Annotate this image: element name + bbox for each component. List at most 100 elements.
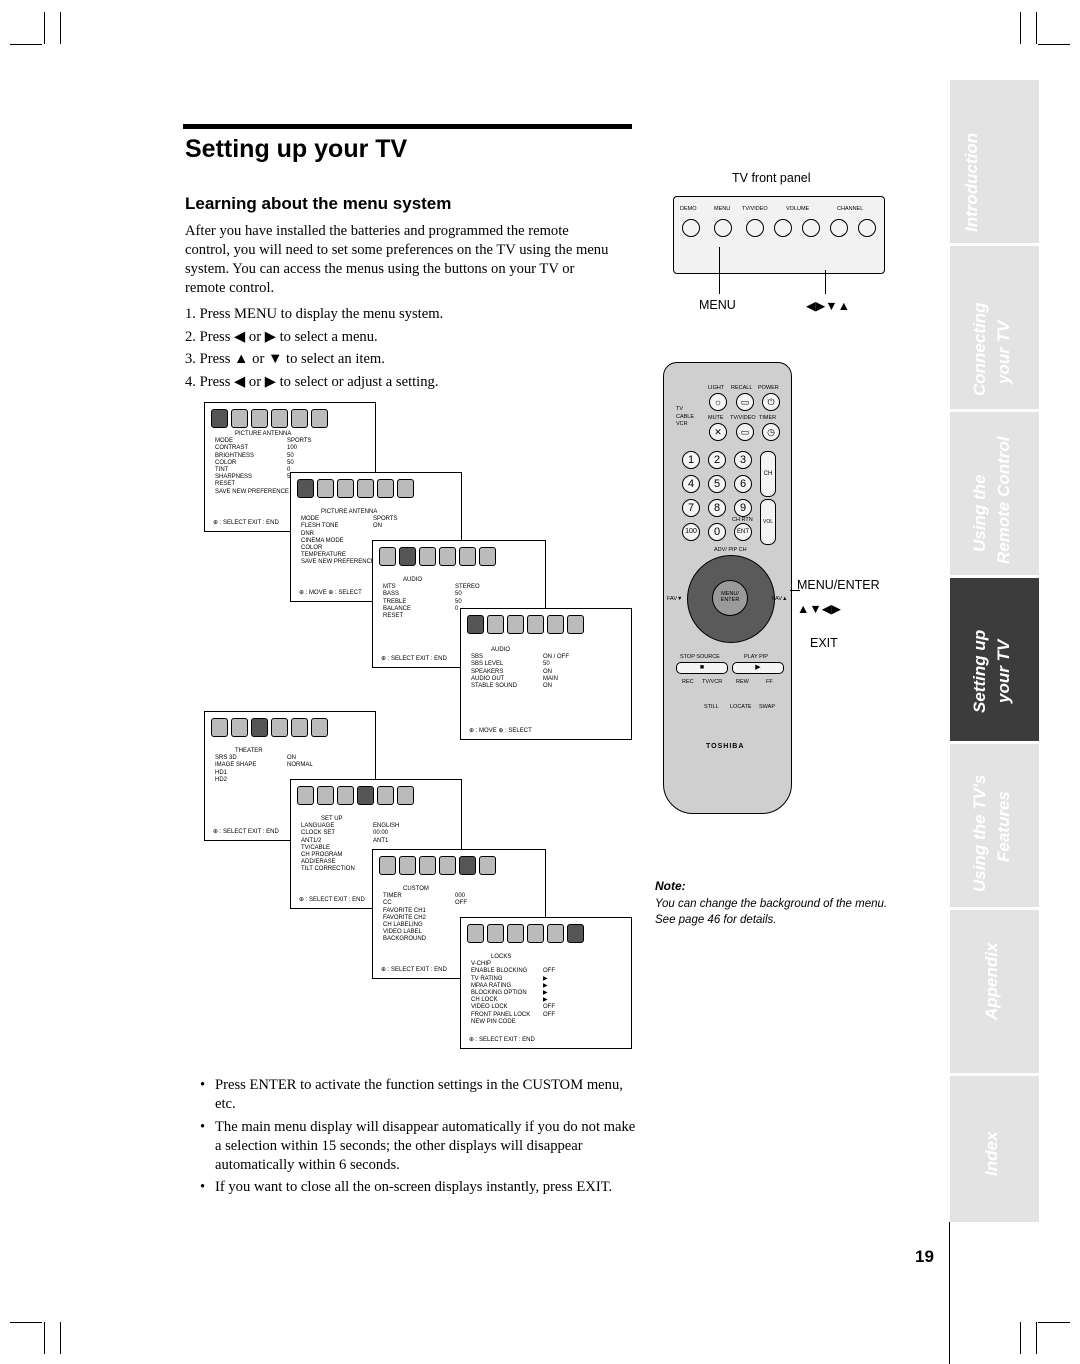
osd-menu-row[interactable]: FAVORITE CH2 <box>383 915 467 922</box>
osd-item-label: VIDEO LABEL <box>383 929 423 936</box>
osd-menu-row[interactable]: MPAA RATING▶ <box>471 983 555 990</box>
tab-index[interactable]: Index <box>950 1076 1039 1222</box>
volume-down-button[interactable] <box>774 219 792 237</box>
digit-button[interactable]: 4 <box>682 475 700 493</box>
osd-menu-row[interactable]: CH PROGRAM <box>301 852 399 859</box>
cable-switch-label: CABLE <box>676 414 695 420</box>
digit-button[interactable]: 3 <box>734 451 752 469</box>
power-button[interactable]: ⏻ <box>762 393 780 411</box>
osd-menu-row[interactable]: ADD/ERASE <box>301 859 399 866</box>
osd-item-label: CINEMA MODE <box>301 537 344 544</box>
osd-menu-row[interactable]: SAVE NEW PREFERENCE <box>301 559 398 566</box>
osd-menu-row[interactable]: TEMPERATURE <box>301 552 398 559</box>
power-label: POWER <box>758 385 779 391</box>
tv-video-remote-button[interactable]: ▭ <box>736 423 754 441</box>
digit-button[interactable]: 0 <box>708 523 726 541</box>
osd-item-label: FRONT PANEL LOCK <box>471 1011 531 1018</box>
demo-button[interactable] <box>682 219 700 237</box>
osd-menu-row[interactable]: CH LOCK▶ <box>471 997 555 1004</box>
menu-callout: MENU <box>699 298 736 312</box>
menu-button[interactable] <box>714 219 732 237</box>
digit-button[interactable]: 9 <box>734 499 752 517</box>
osd-menu-row[interactable]: HD1 <box>215 770 313 777</box>
osd-menu-row[interactable]: FAVORITE CH1 <box>383 908 467 915</box>
timer-button[interactable]: ◷ <box>762 423 780 441</box>
osd-menu-row[interactable]: NEW PIN CODE <box>471 1019 555 1026</box>
osd-menu-row[interactable]: SAVE NEW PREFERENCE <box>215 489 312 496</box>
rew-label: REW <box>736 679 749 685</box>
osd-menu-row[interactable]: BLOCKING OPTION▶ <box>471 990 555 997</box>
osd-item-label: SPEAKERS <box>471 668 504 675</box>
channel-up-button[interactable] <box>858 219 876 237</box>
tab-remote-control[interactable]: Using the Remote Control <box>950 412 1039 575</box>
menu-enter-button[interactable]: MENU/ ENTER <box>712 580 748 616</box>
digit-button[interactable]: 2 <box>708 451 726 469</box>
channel-down-button[interactable] <box>830 219 848 237</box>
mute-button[interactable]: ✕ <box>709 423 727 441</box>
osd-menu-row[interactable]: TV/CABLE <box>301 845 399 852</box>
digit-button[interactable]: 5 <box>708 475 726 493</box>
digit-button[interactable]: 1 <box>682 451 700 469</box>
tab-setting-up[interactable]: Setting up your TV <box>950 578 1039 741</box>
osd-menu-row[interactable]: TILT CORRECTION <box>301 866 399 873</box>
digit-button[interactable]: 7 <box>682 499 700 517</box>
play-button[interactable]: ▶ <box>732 662 784 674</box>
tab-appendix[interactable]: Appendix <box>950 910 1039 1073</box>
osd-menu-row[interactable]: VIDEO LABEL <box>383 929 467 936</box>
tv-video-button[interactable] <box>746 219 764 237</box>
osd-menu-row[interactable]: TV RATING▶ <box>471 976 555 983</box>
digit-button[interactable]: 8 <box>708 499 726 517</box>
osd-menu-row[interactable]: BACKGROUND <box>383 936 467 943</box>
tab-introduction[interactable]: Introduction <box>950 80 1039 243</box>
osd-item-label: NEW PIN CODE <box>471 1018 516 1025</box>
enter-button[interactable]: ENT <box>734 523 752 541</box>
tab-connecting[interactable]: Connecting your TV <box>950 246 1039 409</box>
stop-button[interactable]: ■ <box>676 662 728 674</box>
osd-menu-row[interactable]: V-CHIP <box>471 961 555 968</box>
tab-features[interactable]: Using the TV's Features <box>950 744 1039 907</box>
volume-up-button[interactable] <box>802 219 820 237</box>
menu-label: MENU <box>714 206 731 212</box>
osd-menu-row[interactable]: CH LABELING <box>383 922 467 929</box>
digit-button[interactable]: 100 <box>682 523 700 541</box>
recall-button[interactable]: ▭ <box>736 393 754 411</box>
osd-menu-row[interactable]: DNR <box>301 531 398 538</box>
digit-button[interactable]: 6 <box>734 475 752 493</box>
osd-menu-row[interactable]: RESET <box>215 481 312 488</box>
volume-rocker[interactable]: VOL <box>760 499 776 545</box>
osd-menu-row[interactable]: HD2 <box>215 777 313 784</box>
osd-menu-row[interactable]: COLOR <box>301 545 398 552</box>
light-button[interactable]: ☼ <box>709 393 727 411</box>
osd-item-value: 0 <box>287 467 291 474</box>
osd-menu-row[interactable]: CINEMA MODE <box>301 538 398 545</box>
channel-rocker[interactable]: CH <box>760 451 776 497</box>
osd-menu-row[interactable]: RESET <box>383 613 480 620</box>
timer-label: TIMER <box>759 415 777 421</box>
